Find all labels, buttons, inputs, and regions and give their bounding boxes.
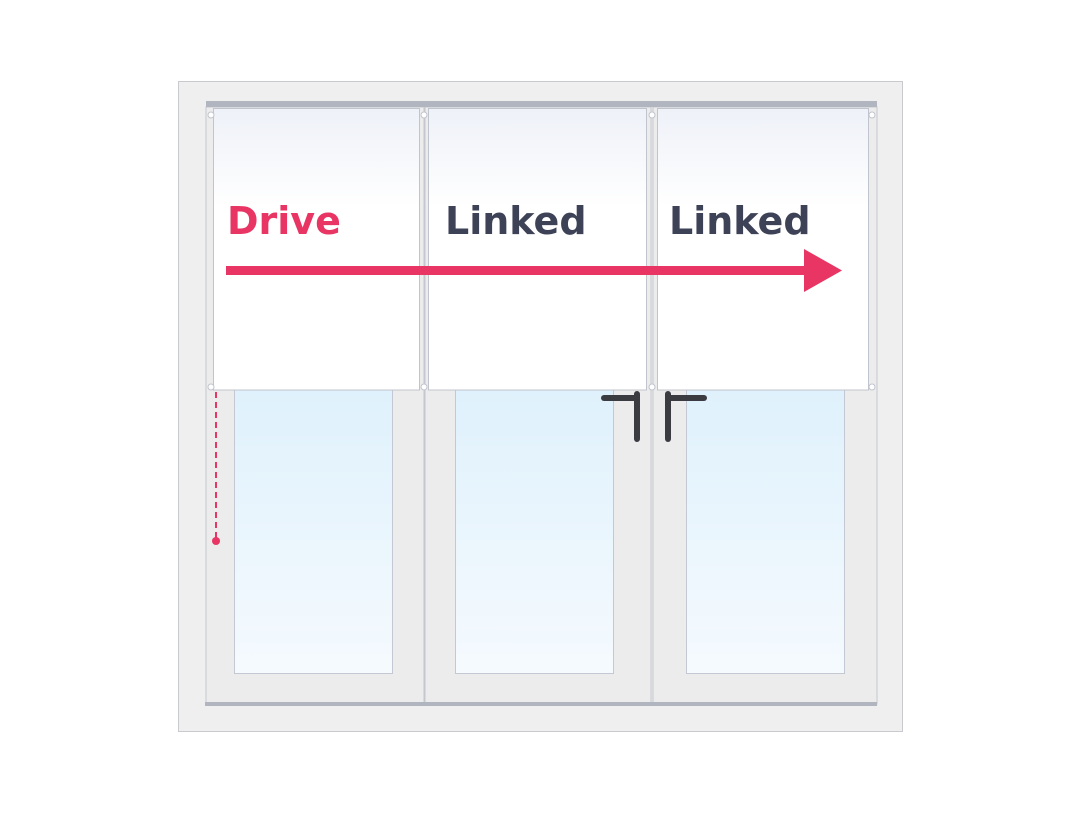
- glass-pane-3: [686, 389, 845, 674]
- top-rail: [206, 101, 877, 107]
- pull-cord-end[interactable]: [212, 537, 220, 545]
- door-handle-right-icon: [665, 391, 707, 442]
- drive-label: Drive: [227, 199, 341, 243]
- bottom-rail: [205, 702, 877, 706]
- linked-label-2: Linked: [669, 199, 811, 243]
- blind-brackets: [207, 111, 876, 391]
- door-handle-left-icon: [601, 391, 640, 442]
- direction-arrow-icon: [226, 249, 842, 292]
- blind-1[interactable]: [213, 108, 420, 391]
- glass-pane-2: [455, 389, 614, 674]
- blind-3[interactable]: [657, 108, 869, 391]
- blind-2[interactable]: [428, 108, 647, 391]
- linked-label-1: Linked: [445, 199, 587, 243]
- glass-pane-1: [234, 389, 393, 674]
